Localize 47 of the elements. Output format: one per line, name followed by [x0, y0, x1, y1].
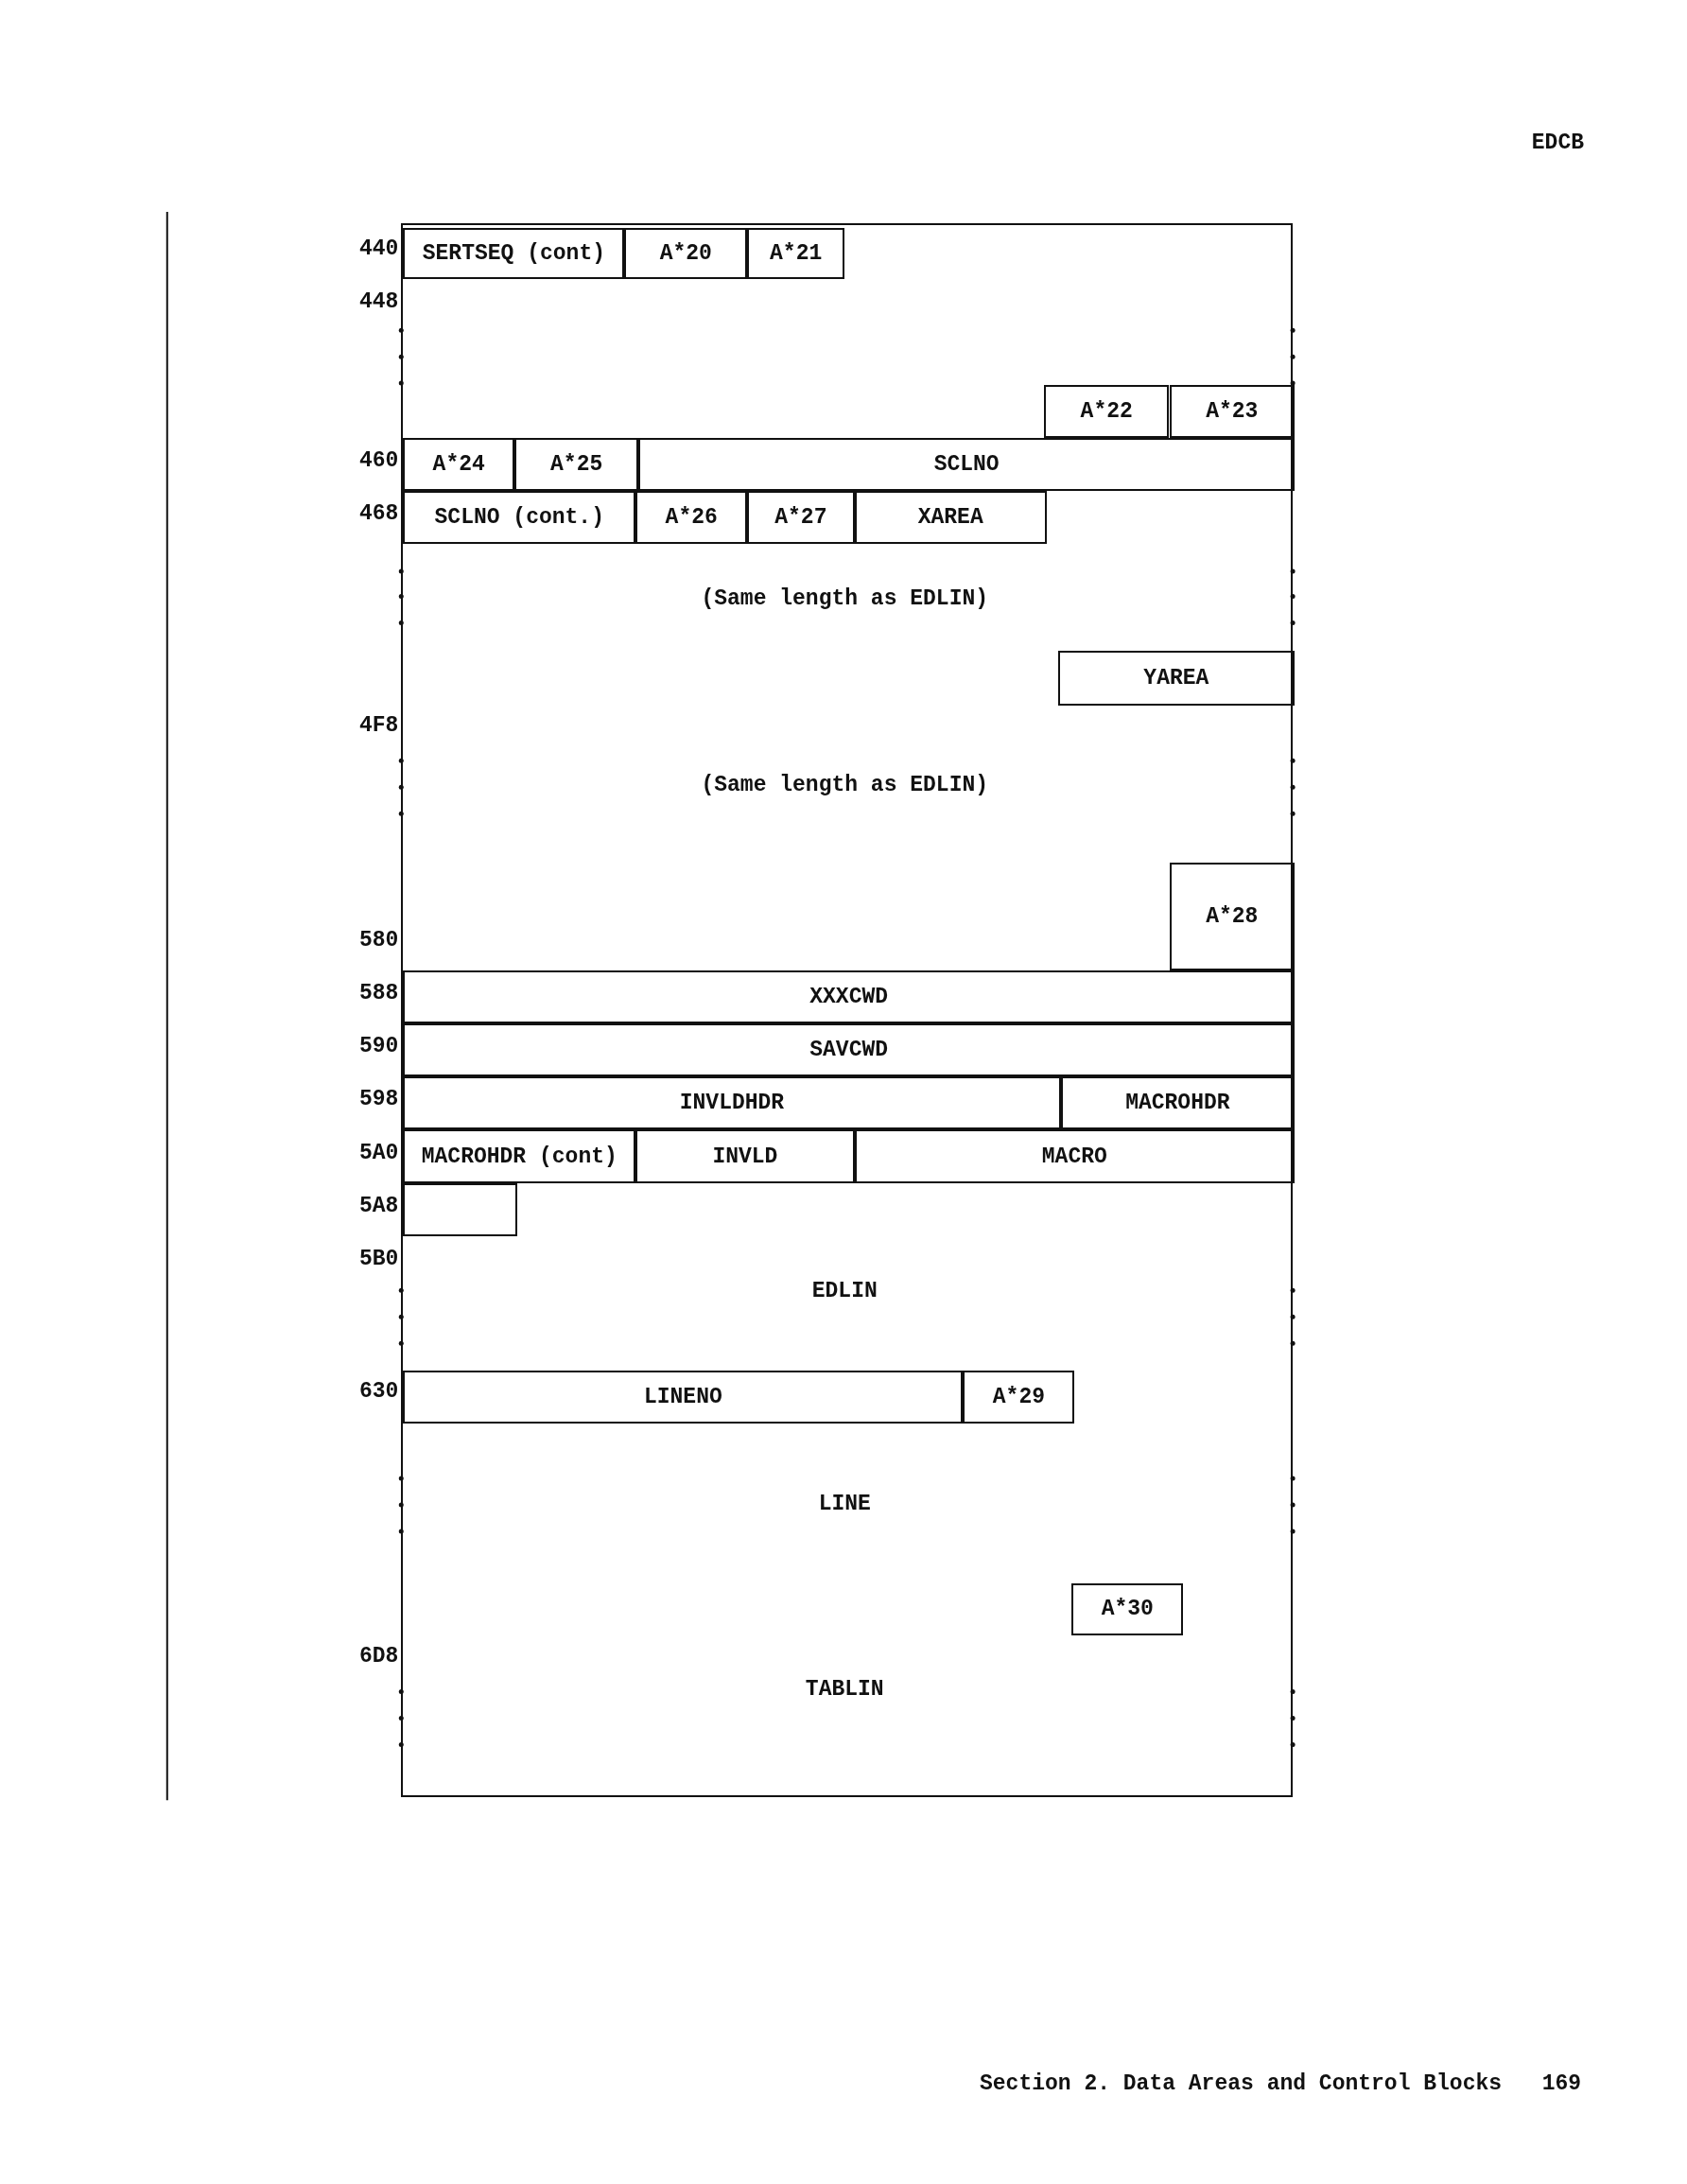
field-cell: SCLNO (cont.) [403, 491, 636, 545]
area-name: LINE [419, 1478, 1270, 1529]
field-cell: SERTSEQ (cont) [403, 227, 625, 280]
offset-label: 5A8 [358, 1194, 399, 1219]
offset-label: 460 [358, 448, 399, 474]
field-cell: SCLNO [638, 438, 1296, 492]
page-number: 169 [1541, 2071, 1582, 2097]
offset-label: 4F8 [358, 713, 399, 738]
block-name: EDCB [1531, 131, 1584, 156]
field-cell: INVLDHDR [403, 1075, 1061, 1129]
offset-label: 590 [358, 1033, 399, 1058]
area-note: (Same length as EDLIN) [419, 573, 1270, 623]
field-cell: MACROHDR [1060, 1075, 1296, 1129]
offset-label: 588 [358, 980, 399, 1005]
field-cell: A*30 [1071, 1583, 1184, 1635]
field-cell: A*25 [514, 438, 639, 492]
area-name: TABLIN [419, 1664, 1270, 1715]
area-name: EDLIN [419, 1264, 1270, 1318]
offset-label: 598 [358, 1086, 399, 1111]
offset-label: 5A0 [358, 1141, 399, 1166]
field-cell: A*20 [624, 227, 748, 280]
field-cell: MACRO [854, 1128, 1296, 1184]
field-cell: A*21 [747, 227, 845, 280]
field-cell: A*26 [635, 491, 748, 545]
offset-label: 580 [358, 927, 399, 952]
field-cell: A*22 [1043, 385, 1170, 439]
field-cell: YAREA [1057, 651, 1296, 706]
offset-label: 440 [358, 236, 399, 262]
field-cell: INVLD [635, 1128, 855, 1184]
field-cell: LINENO [403, 1370, 964, 1424]
field-cell: MACROHDR (cont) [403, 1128, 636, 1184]
offset-label: 448 [358, 289, 399, 315]
field-cell: A*27 [747, 491, 855, 545]
field-cell: XXXCWD [403, 970, 1296, 1023]
field-cell: A*29 [963, 1370, 1075, 1424]
field-cell: A*24 [403, 438, 515, 492]
field-cell: XAREA [854, 491, 1047, 545]
offset-label: 5B0 [358, 1247, 399, 1272]
offset-label: 6D8 [358, 1644, 399, 1669]
field-cell: A*28 [1169, 863, 1296, 970]
offset-label: 630 [358, 1379, 399, 1405]
field-cell: A*23 [1169, 385, 1296, 439]
field-cell: SAVCWD [403, 1022, 1296, 1076]
page-footer: Section 2. Data Areas and Control Blocks [980, 2071, 1503, 2097]
offset-label: 468 [358, 501, 399, 527]
area-note: (Same length as EDLIN) [419, 760, 1270, 811]
empty-field-box [403, 1183, 518, 1237]
